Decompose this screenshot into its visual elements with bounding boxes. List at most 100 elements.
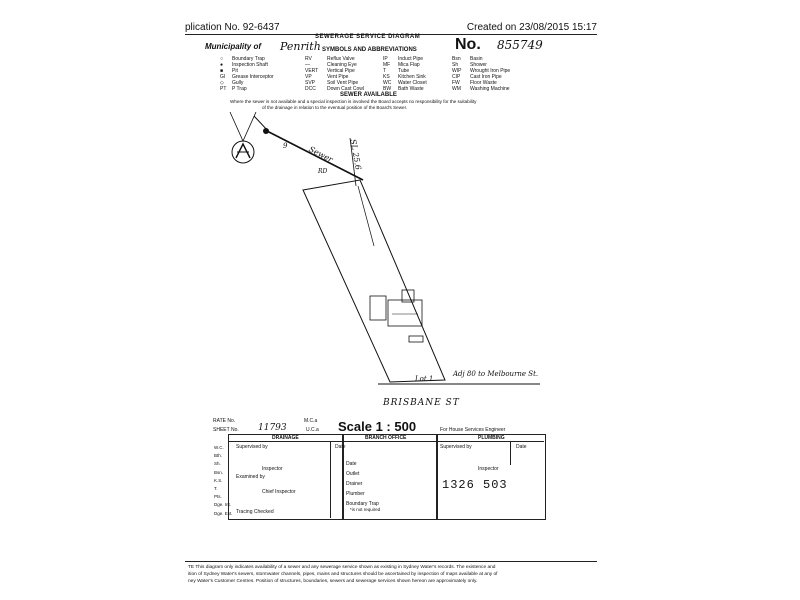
plumber-label: Plumber <box>346 491 365 497</box>
drainage-section <box>228 434 344 520</box>
legend-code: FW <box>452 80 460 86</box>
legend-item: Mica Flap <box>398 62 420 68</box>
form-header-rule <box>228 441 544 442</box>
fixture-label: T. <box>214 486 218 492</box>
fixture-label: K.S. <box>214 477 223 483</box>
level-leader-line <box>349 137 357 187</box>
fixture-label: W.C. <box>214 445 224 450</box>
header-bar: plication No. 92-6437 Created on 23/08/2… <box>185 22 597 34</box>
branch-date-label: Date <box>346 461 357 467</box>
legend-col2: Reflux Valve Cleaning Eye Vertical Pipe … <box>327 56 364 92</box>
legend-col2-codes: RV — VERT VP SVP DCC <box>305 56 318 92</box>
sheet-number-value: 11793 <box>258 423 287 433</box>
legend-code: Bsn <box>452 56 461 62</box>
fixture-label: Pts. <box>214 494 222 500</box>
tracing-checked-label: Tracing Checked <box>236 509 274 515</box>
drainage-date-divider <box>330 441 331 518</box>
drainage-heading: DRAINAGE <box>272 435 299 441</box>
legend-item: Floor Waste <box>470 80 497 86</box>
legend-code: MF <box>383 62 391 68</box>
legend-code: T <box>383 68 387 74</box>
scale-label: Scale 1 : 500 <box>338 419 417 434</box>
adjacent-label: Adj 80 to Melbourne St. <box>453 370 539 378</box>
drain-line <box>357 185 375 247</box>
legend-col3-codes: IP MF T KS WC BW <box>383 56 391 92</box>
legend-col3: Induct Pipe Mica Flap Tube Kitchen Sink … <box>398 56 427 92</box>
fixture-label: Bth. <box>214 453 223 459</box>
footer-disclaimer: TE This diagram only indicates availabil… <box>188 564 498 585</box>
created-timestamp: Created on 23/08/2015 15:17 <box>466 22 597 33</box>
legend-item: Cast Iron Pipe <box>470 74 502 80</box>
legend-item: Wrought Iron Pipe <box>470 68 511 74</box>
legend-item: Shower <box>470 62 487 68</box>
legend-item: Water Closet <box>398 80 427 86</box>
legend-item: Pit <box>232 68 238 74</box>
legend-code: WIP <box>452 68 462 74</box>
legend-item: Gully <box>232 80 244 86</box>
property-boundary <box>302 179 446 383</box>
legend-item: Boundary Trap <box>232 56 265 62</box>
legend-item: Bath Waste <box>398 86 424 92</box>
legend-item: Inspection Shaft <box>232 62 268 68</box>
plumbing-section <box>436 434 546 520</box>
legend-code: BW <box>383 86 392 92</box>
legend-item: Induct Pipe <box>398 56 424 62</box>
fixture-label: Bsn. <box>214 469 224 475</box>
drainage-date-label: Date <box>335 444 346 450</box>
street-label: BRISBANE ST <box>383 398 460 408</box>
legend-item: Vertical Pipe <box>327 68 355 74</box>
symbols-title: SYMBOLS AND ABBREVIATIONS <box>322 47 417 53</box>
footer-rule <box>185 561 597 562</box>
legend-col1-symbols: ○ ● ■ GI ◇ PT <box>220 56 226 92</box>
legend-item: Basin <box>470 56 483 62</box>
chief-inspector-label: Chief Inspector <box>262 489 296 495</box>
north-arrow-icon <box>229 111 257 164</box>
sewer-title: SEWER AVAILABLE <box>340 92 397 98</box>
drainage-supervised-label: Supervised by <box>236 444 268 450</box>
plumbing-supervised-label: Supervised by <box>440 444 472 450</box>
legend-code: WM <box>452 86 461 92</box>
sewer-note-2: of the drainage in relation to the event… <box>262 105 408 110</box>
diagram-title: SEWERAGE SERVICE DIAGRAM <box>315 34 421 40</box>
legend-col4: Basin Shower Wrought Iron Pipe Cast Iron… <box>470 56 510 92</box>
mca-label: M.C.a <box>304 418 318 424</box>
legend-code: KS <box>383 74 390 80</box>
document-sheet <box>185 20 595 595</box>
legend-item: P Trap <box>232 86 247 92</box>
building-outline <box>369 289 424 343</box>
legend-item: Vent Pipe <box>327 74 349 80</box>
legend-item: Tube <box>398 68 410 74</box>
uca-label: U.C.a <box>306 427 319 433</box>
lot-label: Lot 1 <box>415 375 434 383</box>
branch-office-heading: BRANCH OFFICE <box>365 435 407 441</box>
gully-icon: ◇ <box>220 80 224 86</box>
pit-icon: ■ <box>220 68 224 74</box>
fixture-label: Dge. Int. <box>214 502 232 508</box>
footer-line: ney Water's Customer Centres. Position o… <box>188 579 478 584</box>
sheet-number-label: SHEET No. <box>213 427 239 433</box>
footer-line: ition of Sydney Water's sewers, stormwat… <box>188 572 498 577</box>
legend-item: Grease Interceptor <box>232 74 274 80</box>
cleaning-eye-icon: — <box>305 62 310 68</box>
header-rule <box>185 34 597 35</box>
legend-code: VERT <box>305 68 319 74</box>
inspection-shaft-icon: ● <box>220 62 224 68</box>
plumbing-heading: PLUMBING <box>478 435 505 441</box>
stamp-number: 1326 503 <box>442 478 508 492</box>
legend-code: IP <box>383 56 388 62</box>
sewer-note-1: Where the sewer is not available and a s… <box>230 99 477 104</box>
drainage-inspector-label: Inspector <box>262 466 283 472</box>
sewer-main-line <box>264 129 364 181</box>
legend-item: Washing Machine <box>470 86 510 92</box>
legend-code: DCC <box>305 86 316 92</box>
rd-label: RD <box>318 168 328 175</box>
legend-code: RV <box>305 56 312 62</box>
plumbing-date-label: Date <box>516 444 527 450</box>
fixture-label: Sh. <box>214 461 221 467</box>
legend-code: Sh <box>452 62 459 68</box>
municipality-value: Penrith <box>280 40 321 53</box>
number-value: 855749 <box>497 38 543 52</box>
plumbing-inspector-label: Inspector <box>478 466 499 472</box>
legend-code: VP <box>305 74 312 80</box>
footer-line: TE This diagram only indicates availabil… <box>188 565 496 570</box>
